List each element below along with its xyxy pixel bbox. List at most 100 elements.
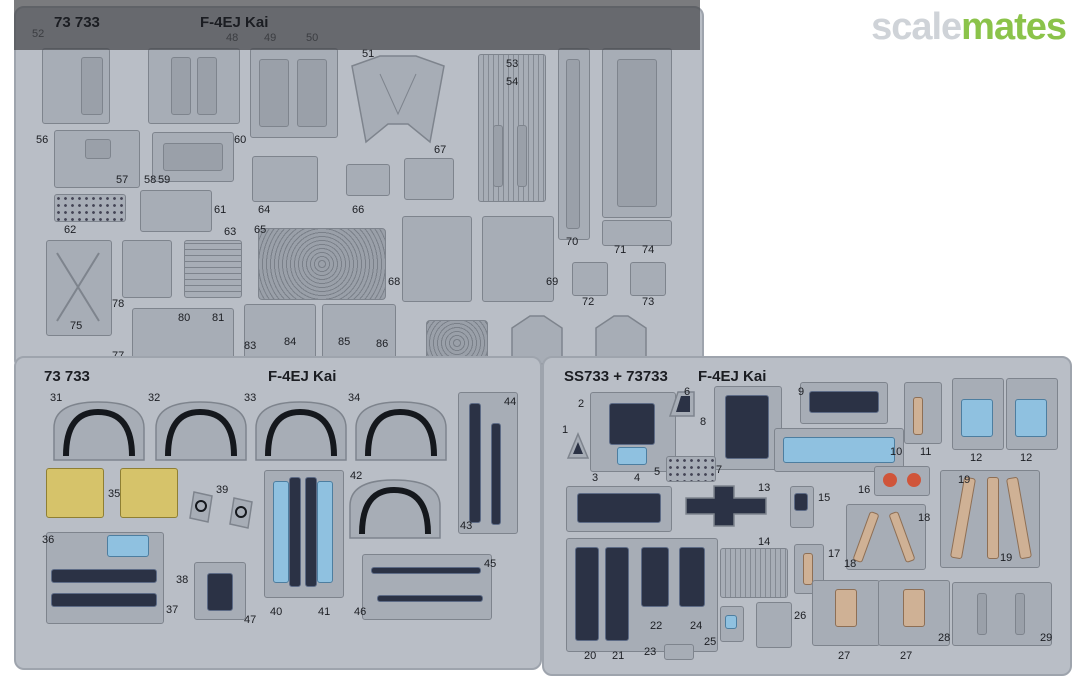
part-24-panel <box>679 547 705 607</box>
part-3 <box>566 486 672 532</box>
fret-left-code: 73 733 <box>44 368 90 385</box>
part-75 <box>46 240 112 336</box>
part-34-arch <box>355 401 447 461</box>
logo-part-mates: mates <box>961 6 1067 48</box>
part-36-37 <box>46 532 164 624</box>
part-49-inner <box>259 59 289 127</box>
part-9-panel <box>809 391 879 413</box>
part-number: 85 <box>338 336 351 348</box>
part-number: 26 <box>794 610 807 622</box>
part-number: 32 <box>148 392 161 404</box>
part-19-strap1 <box>949 476 977 560</box>
part-number: 11 <box>920 446 932 458</box>
part-number: 86 <box>376 338 389 350</box>
part-63 <box>184 240 242 298</box>
part-16-dials <box>883 473 921 487</box>
part-number: 60 <box>234 134 247 146</box>
part-62 <box>54 194 126 222</box>
part-number: 74 <box>642 244 655 256</box>
part-number: 63 <box>224 226 237 238</box>
part-71 <box>602 220 672 246</box>
part-3-panel <box>577 493 661 523</box>
part-number: 10 <box>890 446 903 458</box>
part-number: 54 <box>506 76 519 88</box>
part-number: 42 <box>350 470 363 482</box>
part-41-strip <box>317 481 333 583</box>
part-12a <box>952 378 1004 450</box>
part-49-50 <box>250 48 338 138</box>
part-12b-inner <box>1015 399 1047 437</box>
part-number: 51 <box>362 48 375 60</box>
part-6 <box>668 391 695 417</box>
part-44-strip <box>469 403 481 523</box>
part-number: 7 <box>716 464 723 476</box>
part-number: 46 <box>354 606 367 618</box>
part-number: 38 <box>176 574 189 586</box>
part-1 <box>566 432 590 459</box>
part-48 <box>148 48 240 124</box>
part-19-strap3 <box>1005 476 1033 560</box>
part-27b-seat <box>903 589 925 627</box>
part-number: 19 <box>958 474 971 486</box>
part-11 <box>904 382 942 444</box>
part-number: 2 <box>578 398 585 410</box>
part-70-inner <box>566 59 580 229</box>
part-36-top <box>107 535 149 557</box>
part-number: 18 <box>844 558 857 570</box>
part-68 <box>402 216 472 302</box>
part-number: 43 <box>460 520 473 532</box>
part-65 <box>258 228 386 300</box>
part-17-strap <box>803 553 813 585</box>
part-number: 67 <box>434 144 447 156</box>
part-number: 78 <box>112 298 125 310</box>
part-number: 15 <box>818 492 831 504</box>
part-number: 27 <box>900 650 913 662</box>
part-26 <box>756 602 792 648</box>
part-35b <box>120 468 178 518</box>
part-38-47 <box>194 562 246 620</box>
part-19-strap2 <box>987 477 999 559</box>
part-83-84 <box>244 304 316 366</box>
part-13 <box>685 485 767 527</box>
part-18-strap1 <box>852 510 880 564</box>
part-number: 59 <box>158 174 171 186</box>
part-10 <box>774 428 904 472</box>
part-66 <box>346 164 390 196</box>
part-74 <box>602 48 672 218</box>
part-60 <box>152 132 234 182</box>
part-74-inner <box>617 59 657 207</box>
part-39b <box>229 497 253 529</box>
part-85-86 <box>322 304 396 366</box>
part-number: 80 <box>178 312 191 324</box>
part-39a <box>189 491 213 523</box>
part-40-dark <box>289 477 301 587</box>
part-37-bar <box>51 593 157 607</box>
part-51 <box>351 55 445 144</box>
part-40-strip <box>273 481 289 583</box>
part-50-inner <box>297 59 327 127</box>
part-number: 25 <box>704 636 717 648</box>
part-number: 28 <box>938 632 951 644</box>
fret-top-code: 73 733 <box>54 14 100 31</box>
part-27b <box>878 580 950 646</box>
part-number: 27 <box>838 650 851 662</box>
part-31-arch <box>53 401 145 461</box>
part-number: 73 <box>642 296 655 308</box>
part-17 <box>794 544 824 594</box>
part-number: 45 <box>484 558 497 570</box>
part-54-inner <box>517 125 527 187</box>
part-38-dark <box>207 573 233 611</box>
part-27a <box>812 580 880 646</box>
part-72 <box>572 262 608 296</box>
fret-right-title: F-4EJ Kai <box>698 368 767 385</box>
part-number: 81 <box>212 312 225 324</box>
part-number: 65 <box>254 224 267 236</box>
part-58-59-61 <box>140 190 212 232</box>
part-75-x <box>56 252 100 322</box>
part-53-54 <box>478 54 546 202</box>
part-22-panel <box>641 547 669 607</box>
part-number: 29 <box>1040 632 1053 644</box>
part-number: 18 <box>918 512 931 524</box>
part-2-4 <box>590 392 676 472</box>
part-number: 83 <box>244 340 257 352</box>
